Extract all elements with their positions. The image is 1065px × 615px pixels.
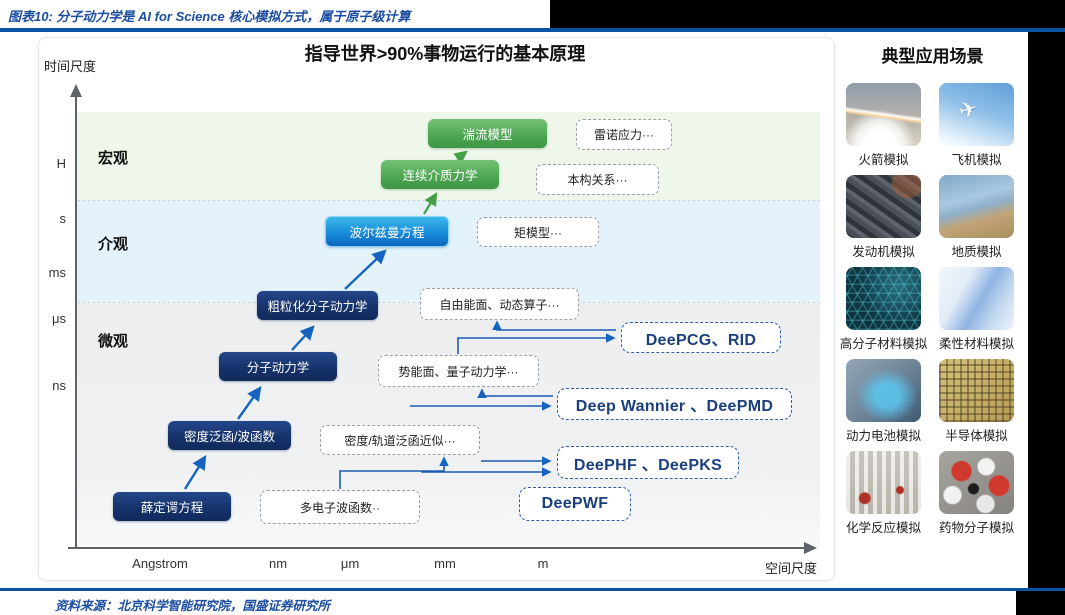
polymer-material-image [846, 267, 921, 330]
engine-image [846, 175, 921, 238]
chemical-reaction-image [846, 451, 921, 514]
box-constitutive-relation: 本构关系··· [536, 164, 659, 195]
app-label-polymer: 高分子材料模拟 [839, 337, 928, 351]
black-margin-bottom [1016, 591, 1065, 615]
x-tick-nm: nm [268, 556, 288, 571]
box-density-orbital-approx: 密度/轨道泛函近似··· [320, 425, 480, 455]
battery-image [846, 359, 921, 422]
box-continuum-mechanics: 连续介质力学 [381, 160, 499, 189]
box-free-energy-surface: 自由能面、动态算子··· [420, 288, 579, 320]
y-axis-title: 时间尺度 [44, 59, 97, 74]
box-turbulence-model: 湍流模型 [428, 119, 547, 148]
semiconductor-image [939, 359, 1014, 422]
y-tick-us: μs [52, 311, 66, 326]
x-axis-title: 空间尺度 [765, 561, 818, 576]
band-meso [77, 200, 820, 302]
app-label-flexible: 柔性材料模拟 [938, 337, 1014, 351]
box-potential-energy-surface: 势能面、量子动力学··· [378, 355, 539, 387]
app-label-plane: 飞机模拟 [951, 153, 1002, 167]
x-tick-um: μm [340, 556, 360, 571]
app-label-battery: 动力电池模拟 [845, 429, 921, 443]
x-tick-angstrom: Angstrom [132, 556, 188, 571]
app-label-drug: 药物分子模拟 [938, 521, 1014, 535]
airplane-icon: ✈ [955, 94, 981, 125]
y-tick-ns: ns [52, 378, 66, 393]
app-label-chemical: 化学反应模拟 [845, 521, 921, 535]
box-schrodinger-equation: 薛定谔方程 [113, 492, 231, 521]
flexible-material-image [939, 267, 1014, 330]
applications-title: 典型应用场景 [881, 47, 984, 66]
app-label-engine: 发动机模拟 [852, 245, 915, 259]
box-reynolds-stress: 雷诺应力··· [576, 119, 672, 150]
box-deepwannier-deepmd: Deep Wannier 、DeePMD [557, 388, 792, 420]
box-moment-model: 矩模型··· [477, 217, 599, 247]
box-deepwf: DeePWF [519, 487, 631, 521]
geology-image [939, 175, 1014, 238]
airplane-image: ✈ [939, 83, 1014, 146]
source-note: 资料来源：北京科学智能研究院，国盛证券研究所 [55, 599, 331, 613]
box-boltzmann-equation: 波尔兹曼方程 [325, 216, 449, 247]
app-label-semiconductor: 半导体模拟 [945, 429, 1008, 443]
box-coarse-grained-md: 粗粒化分子动力学 [257, 291, 378, 320]
diagram-title: 指导世界>90%事物运行的基本原理 [304, 44, 586, 64]
box-molecular-dynamics: 分子动力学 [219, 352, 337, 381]
band-label-macro: 宏观 [98, 150, 129, 167]
box-deephf-deepks: DeePHF 、DeePKS [557, 446, 739, 479]
y-tick-H: H [56, 156, 66, 171]
box-density-functional: 密度泛函/波函数 [168, 421, 291, 450]
figure-caption: 图表10: 分子动力学是 AI for Science 核心模拟方式，属于原子级… [8, 9, 411, 24]
app-label-geology: 地质模拟 [951, 245, 1002, 259]
band-label-meso: 介观 [98, 236, 129, 253]
drug-molecule-image [939, 451, 1014, 514]
box-multi-electron-wavefunction: 多电子波函数·· [260, 490, 420, 524]
top-divider-line [0, 28, 1065, 32]
y-tick-s: s [59, 211, 67, 226]
bottom-divider-line [0, 588, 1065, 591]
black-margin-top [550, 0, 1065, 28]
x-tick-m: m [537, 556, 549, 571]
black-margin-right [1028, 32, 1065, 588]
x-tick-mm: mm [434, 556, 456, 571]
box-deepcg-rid: DeePCG、RID [621, 322, 781, 353]
app-label-rocket: 火箭模拟 [858, 153, 909, 167]
y-tick-ms: ms [48, 265, 66, 280]
band-label-micro: 微观 [98, 333, 129, 350]
rocket-image [846, 83, 921, 146]
